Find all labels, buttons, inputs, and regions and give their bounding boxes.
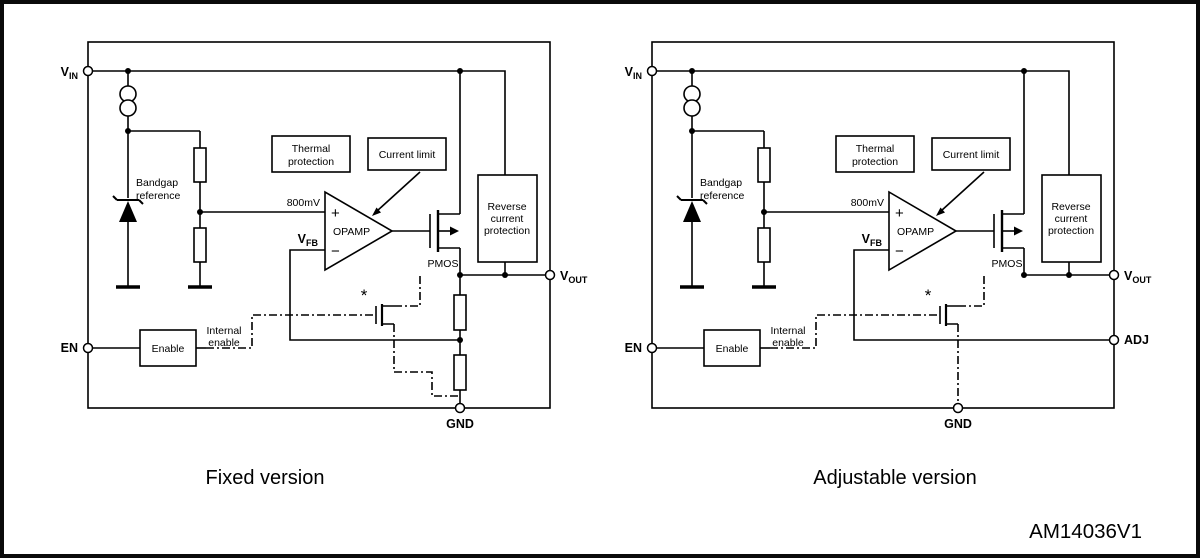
gnd-pin-label: GND	[944, 417, 972, 431]
internal-enable-label-line2: enable	[208, 337, 240, 349]
enable-label: Enable	[152, 343, 185, 355]
ref-resistor-bottom	[193, 227, 207, 263]
opamp-label: OPAMP	[333, 226, 370, 238]
thermal-protection-label-line2: protection	[288, 156, 334, 168]
zener-diode-icon	[119, 201, 137, 222]
reverse-protection-label-line2: current	[491, 213, 524, 225]
thermal-protection-box	[271, 135, 351, 173]
en-pin-label: EN	[61, 341, 78, 355]
bandgap-label-line2: reference	[136, 190, 181, 202]
feedback-tap-dot	[457, 337, 463, 343]
adjustable-version-extras: ADJ GND	[944, 324, 1149, 431]
opamp-minus-sign: −	[331, 243, 340, 260]
ref-voltage-label: 800mV	[287, 197, 320, 209]
reverse-current-protection-box	[477, 174, 538, 263]
internal-enable-dashed-wire	[206, 314, 376, 349]
adjustable-version-circuit	[622, 40, 1154, 410]
gnd-terminal	[454, 402, 466, 414]
adj-terminal	[1108, 334, 1120, 346]
adj-pin-label: ADJ	[1124, 333, 1149, 347]
fixed-version-extras: GND	[393, 275, 474, 431]
pmos-stub-wires	[438, 213, 460, 249]
fixed-version-caption: Fixed version	[206, 467, 325, 489]
current-limit-arrow	[376, 171, 421, 212]
gnd-terminal	[952, 402, 964, 414]
ldo-block-diagram-svg: VIN EN VOUT VFB 800mV Bandgap reference …	[61, 40, 1154, 543]
opamp-triangle-icon	[324, 190, 394, 272]
thermal-protection-label-line1: Thermal	[292, 143, 331, 155]
vin-rail-wire	[88, 70, 506, 175]
discharge-fet-source-dashed-wire	[393, 324, 460, 397]
feedback-resistor-bottom	[453, 354, 467, 391]
pmos-label: PMOS	[428, 258, 459, 270]
junction-dots	[125, 68, 508, 278]
reverse-protection-label-line1: Reverse	[487, 201, 526, 213]
vin-pin-label: VIN	[61, 65, 78, 81]
gnd-pin-label: GND	[446, 417, 474, 431]
discharge-fet-stub-wires	[382, 305, 394, 325]
zener-cathode-bar-icon	[112, 195, 144, 205]
adjustable-version-caption: Adjustable version	[813, 467, 976, 489]
figure-part-code: AM14036V1	[1029, 520, 1142, 543]
current-limit-label: Current limit	[379, 149, 436, 161]
opamp-plus-sign: +	[331, 205, 340, 222]
discharge-fet-drain-dashed-wire	[394, 276, 421, 307]
current-source-icon	[119, 99, 137, 117]
bandgap-label-line1: Bandgap	[136, 177, 178, 189]
en-terminal	[82, 342, 94, 354]
fixed-version-circuit: VIN EN VOUT VFB 800mV Bandgap reference …	[61, 41, 588, 409]
pmos-arrowhead-icon	[450, 226, 459, 236]
vout-terminal	[544, 269, 556, 281]
feedback-wire	[289, 249, 460, 341]
ref-resistor-top	[193, 147, 207, 183]
vout-pin-label: VOUT	[560, 269, 588, 285]
reverse-protection-label-line3: protection	[484, 225, 530, 237]
vfb-net-label: VFB	[298, 232, 319, 248]
internal-enable-label-line1: Internal	[206, 325, 241, 337]
current-limit-arrowhead-icon	[372, 207, 381, 216]
discharge-fet-asterisk: *	[361, 286, 368, 305]
current-limit-box	[367, 137, 447, 171]
circuit-boundary-box	[87, 41, 551, 409]
vin-terminal	[82, 65, 94, 77]
feedback-resistor-top	[453, 294, 467, 331]
